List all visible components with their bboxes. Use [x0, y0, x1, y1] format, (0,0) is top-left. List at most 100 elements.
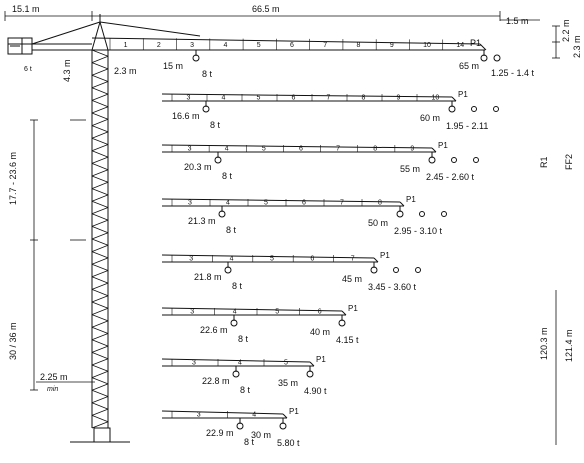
- config-min-load: 8 t: [240, 385, 251, 395]
- mast-brace: [91, 326, 109, 334]
- config-segment-label: 5: [270, 256, 274, 263]
- config-segment-label: 3: [189, 256, 193, 263]
- config-min-radius: 21.3 m: [188, 216, 216, 226]
- config-segment-label: 3: [190, 309, 194, 316]
- config-min-load: 8 t: [238, 334, 249, 344]
- config-tip-marker: P1: [458, 90, 468, 99]
- config-jib-tip: [431, 147, 437, 153]
- main-tip-load: 1.25 - 1.4 t: [491, 68, 535, 78]
- config-hook-extra: [471, 106, 477, 112]
- config-segment-label: 4: [225, 146, 229, 153]
- config-jib-top: [161, 307, 343, 312]
- config-hook-tip: [370, 266, 378, 274]
- height-b-label: 2.3 m: [572, 35, 582, 58]
- config-max-radius: 50 m: [368, 218, 388, 228]
- main-jib-segment-label: 9: [390, 42, 394, 49]
- counter-jib-length: 15.1 m: [12, 4, 40, 14]
- mast-brace: [91, 106, 109, 114]
- mast-brace: [91, 226, 109, 234]
- mast-brace: [91, 377, 109, 385]
- hook-offset-label: 2.3 m: [114, 66, 137, 76]
- mast-brace: [91, 301, 109, 309]
- left-dimension-line: [30, 119, 95, 391]
- config-hook-extra: [473, 157, 479, 163]
- config-min-radius: 22.9 m: [206, 428, 234, 438]
- mast-brace: [91, 68, 109, 76]
- main-tip-marker: P1: [470, 38, 481, 48]
- config-hook-extra: [441, 211, 447, 217]
- config-segment-label: 5: [284, 360, 288, 367]
- config-segment-label: 5: [262, 146, 266, 153]
- config-jib-tip: [373, 257, 379, 263]
- config-hook-min: [232, 370, 240, 378]
- config-segment-label: 5: [264, 200, 268, 207]
- config-segment-label: 9: [397, 95, 401, 102]
- config-hook-min: [218, 210, 226, 218]
- mast-brace: [91, 62, 109, 70]
- mast-brace: [91, 112, 109, 120]
- config-hook-extra: [393, 267, 399, 273]
- config-segment-label: 7: [351, 256, 355, 263]
- config-hook-min: [230, 319, 238, 327]
- mast-brace: [91, 270, 109, 278]
- mast-brace: [91, 137, 109, 145]
- main-min-radius: 15 m: [163, 61, 183, 71]
- tower-top-label: 4.3 m: [62, 59, 72, 82]
- config-min-radius: 16.6 m: [172, 111, 200, 121]
- config-tip-load: 5.80 t: [277, 438, 300, 448]
- main-jib-segment-label: 10: [423, 42, 431, 49]
- mast-brace: [91, 49, 109, 57]
- height-a-label: 2.2 m: [561, 19, 571, 42]
- mast-brace: [91, 396, 109, 404]
- mast-brace: [91, 263, 109, 271]
- main-jib-segment-label: 14: [456, 42, 464, 49]
- mast-brace: [91, 282, 109, 290]
- main-jib-segment-label: 1: [124, 42, 128, 49]
- config-tip-load: 4.15 t: [336, 335, 359, 345]
- config-segment-label: 5: [257, 95, 261, 102]
- mast-brace: [91, 175, 109, 183]
- config-hook-tip: [279, 422, 287, 430]
- config-tip-marker: P1: [438, 141, 448, 150]
- config-min-radius: 22.6 m: [200, 325, 228, 335]
- tower-base: [70, 427, 130, 443]
- config-min-radius: 21.8 m: [194, 272, 222, 282]
- config-hook-extra: [451, 157, 457, 163]
- mast-brace: [91, 389, 109, 397]
- mast-brace: [91, 200, 109, 208]
- counter-jib: [7, 37, 92, 55]
- main-jib-segment-label: 4: [223, 42, 227, 49]
- config-jib-top: [161, 93, 453, 98]
- config-segment-label: 3: [187, 95, 191, 102]
- section-a-length: 17.7 - 23.6 m: [8, 152, 18, 205]
- config-jib-tip: [309, 361, 315, 367]
- mast-brace: [91, 307, 109, 315]
- mast-brace: [91, 207, 109, 215]
- mast-brace: [91, 125, 109, 133]
- config-jib-tip: [341, 310, 347, 316]
- mast-brace: [91, 100, 109, 108]
- mast-brace: [91, 219, 109, 227]
- config-max-radius: 45 m: [342, 274, 362, 284]
- config-segment-label: 6: [302, 200, 306, 207]
- config-tip-marker: P1: [380, 251, 390, 260]
- config-min-radius: 20.3 m: [184, 162, 212, 172]
- config-jib-top: [161, 358, 311, 363]
- config-segment-label: 3: [188, 146, 192, 153]
- config-max-radius: 55 m: [400, 164, 420, 174]
- mast-brace: [91, 320, 109, 328]
- config-hook-tip: [338, 319, 346, 327]
- config-segment-label: 3: [197, 412, 201, 419]
- config-tip-load: 3.45 - 3.60 t: [368, 282, 417, 292]
- mast-brace: [91, 156, 109, 164]
- mast-brace: [91, 251, 109, 259]
- mast-brace: [91, 232, 109, 240]
- config-segment-label: 3: [192, 360, 196, 367]
- config-jib-top: [161, 410, 284, 415]
